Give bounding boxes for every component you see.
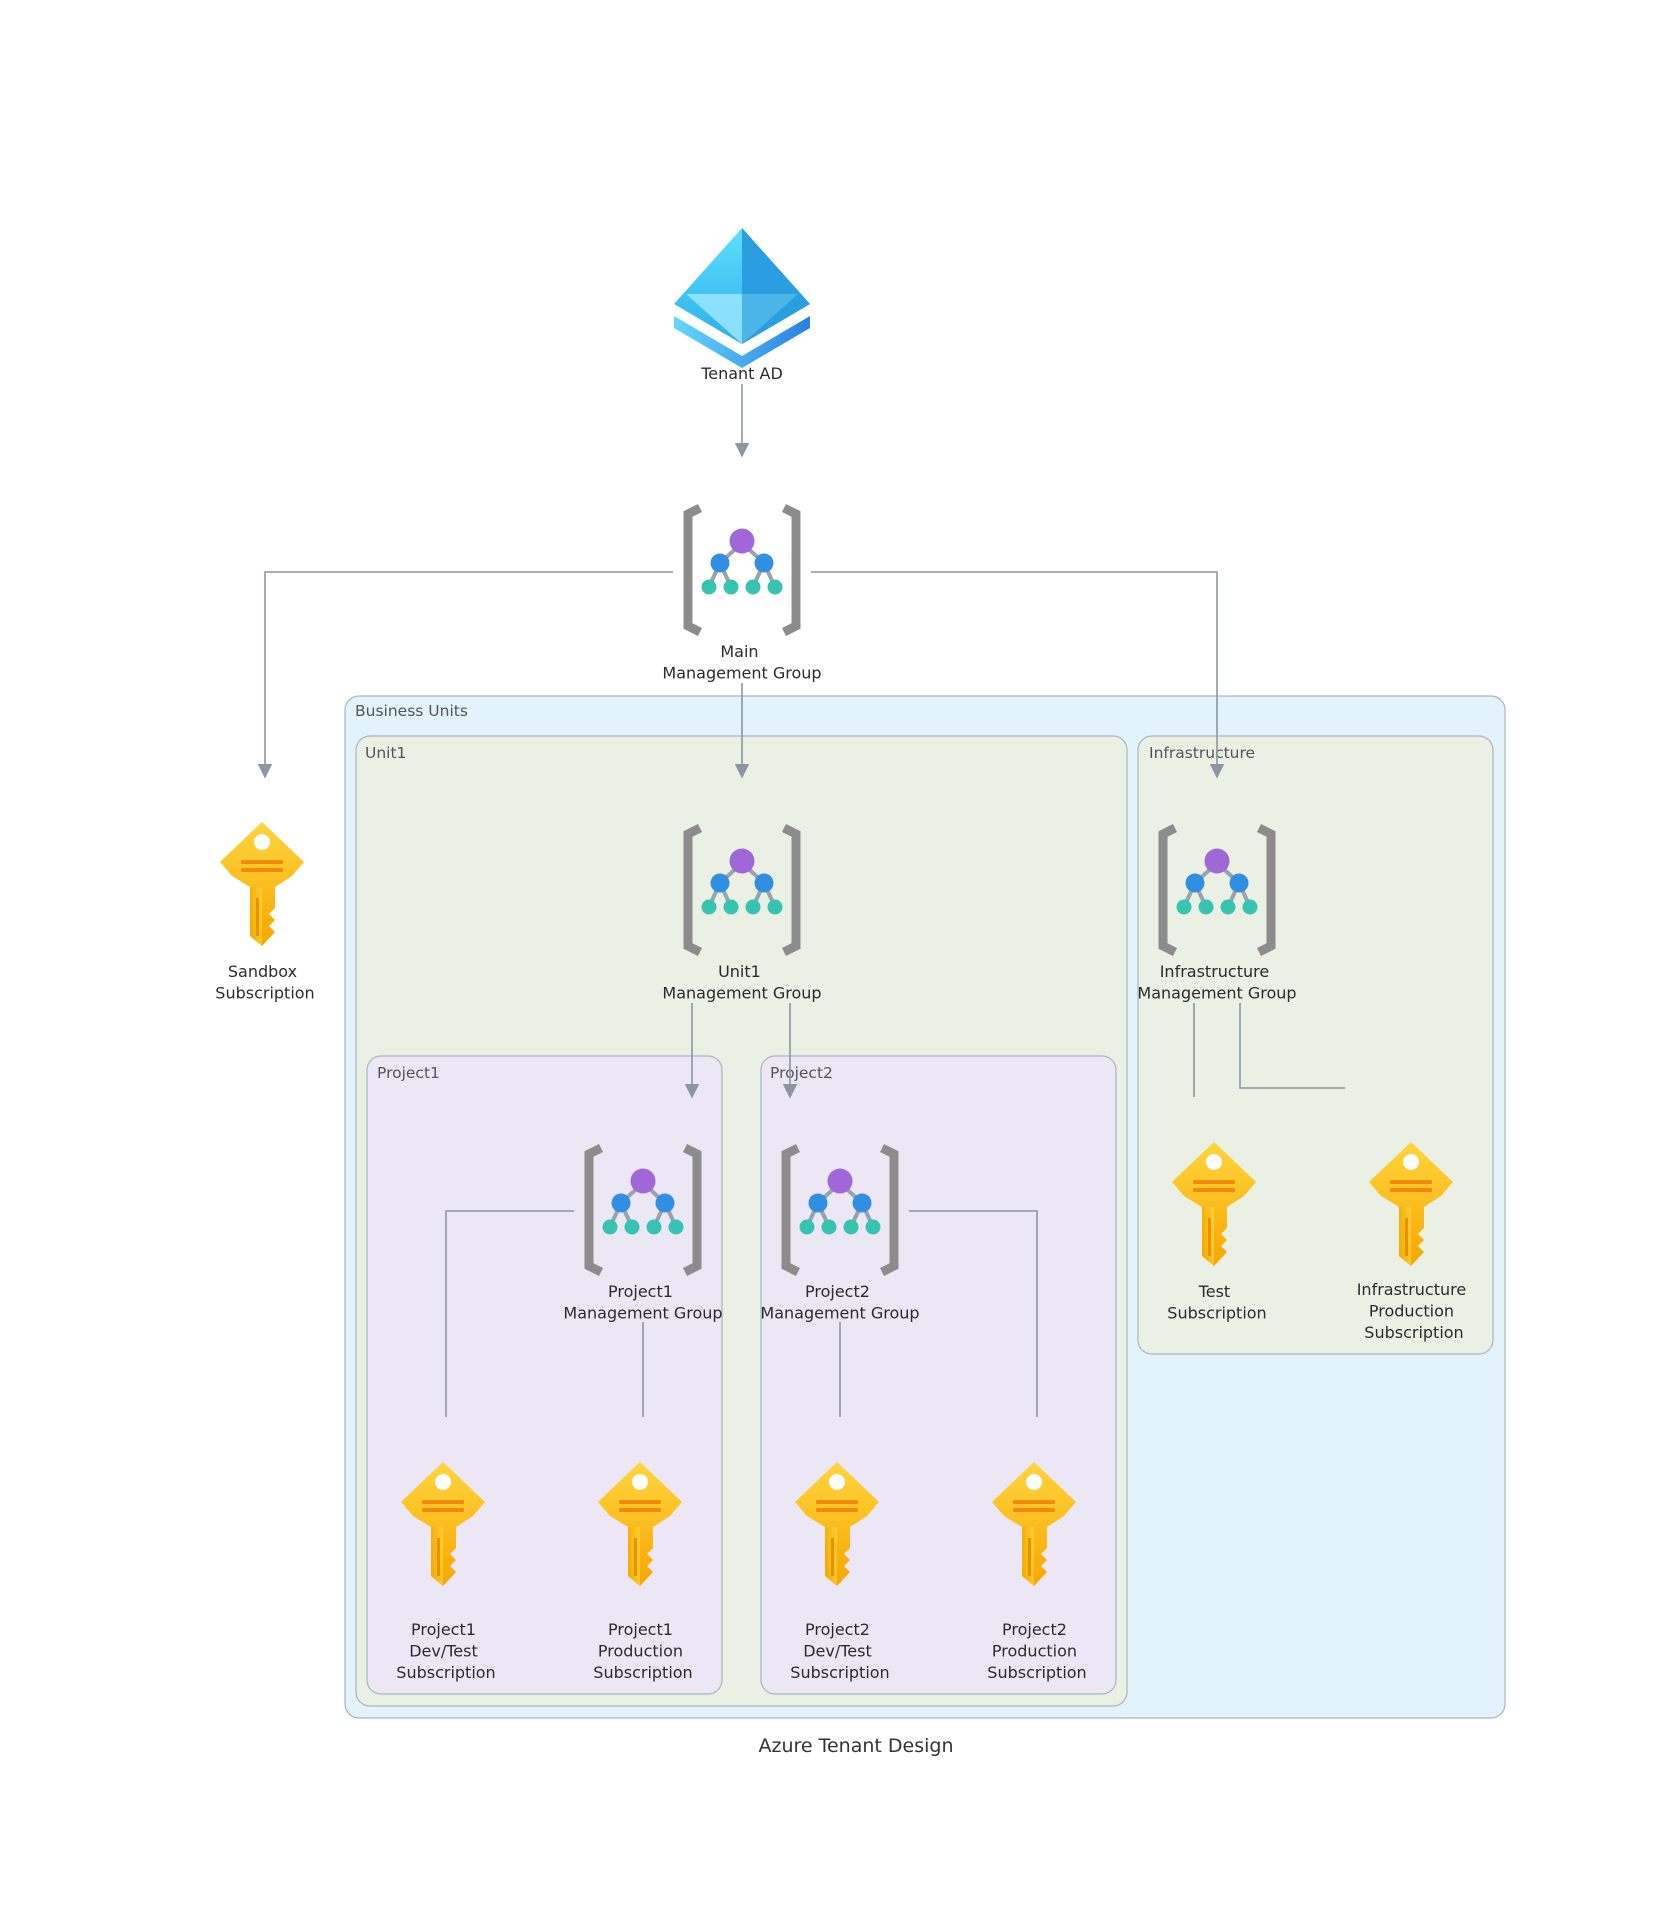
- label-test-subscription: Test Subscription: [1167, 1282, 1266, 1323]
- edge-infra-mg-to-infra-prod: [1239, 1003, 1345, 1089]
- cluster-project1: [366, 1055, 723, 1695]
- label-project2-management-group: Project2 Management Group: [760, 1282, 919, 1323]
- label-project2-devtest-subscription: Project2 Dev/Test Subscription: [790, 1620, 889, 1682]
- cluster-label-project1: Project1: [377, 1064, 440, 1082]
- label-infrastructure-management-group: Infrastructure Management Group: [1137, 962, 1296, 1003]
- cluster-project2: [760, 1055, 1117, 1695]
- label-tenant-ad: Tenant AD: [700, 364, 783, 383]
- edge-project1-mg-to-devtest: [445, 1210, 574, 1417]
- label-sandbox-subscription: Sandbox Subscription: [215, 962, 314, 1003]
- label-infrastructure-production-subscription: Infrastructure Production Subscription: [1357, 1280, 1472, 1342]
- sandbox-subscription-key-icon: [220, 822, 304, 946]
- label-project2-production-subscription: Project2 Production Subscription: [987, 1620, 1086, 1682]
- azure-ad-icon: [674, 228, 810, 368]
- label-project1-management-group: Project1 Management Group: [563, 1282, 722, 1323]
- cluster-infrastructure: [1137, 735, 1494, 1355]
- label-project1-production-subscription: Project1 Production Subscription: [593, 1620, 692, 1682]
- edge-project2-mg-to-prod: [909, 1210, 1038, 1417]
- cluster-label-business-units: Business Units: [355, 702, 468, 720]
- label-main-management-group: Main Management Group: [662, 642, 821, 683]
- main-management-group-icon: [688, 508, 796, 632]
- edge-main-mg-to-infra-mg: [811, 571, 1225, 779]
- cluster-label-project2: Project2: [770, 1064, 833, 1082]
- label-project1-devtest-subscription: Project1 Dev/Test Subscription: [396, 1620, 495, 1682]
- cluster-label-infrastructure: Infrastructure: [1149, 744, 1255, 762]
- edge-main-mg-to-sandbox: [257, 571, 673, 779]
- edges: [257, 384, 1345, 1417]
- cluster-label-unit1: Unit1: [365, 744, 406, 762]
- diagram-title: Azure Tenant Design: [758, 1735, 953, 1757]
- label-unit1-management-group: Unit1 Management Group: [662, 962, 821, 1003]
